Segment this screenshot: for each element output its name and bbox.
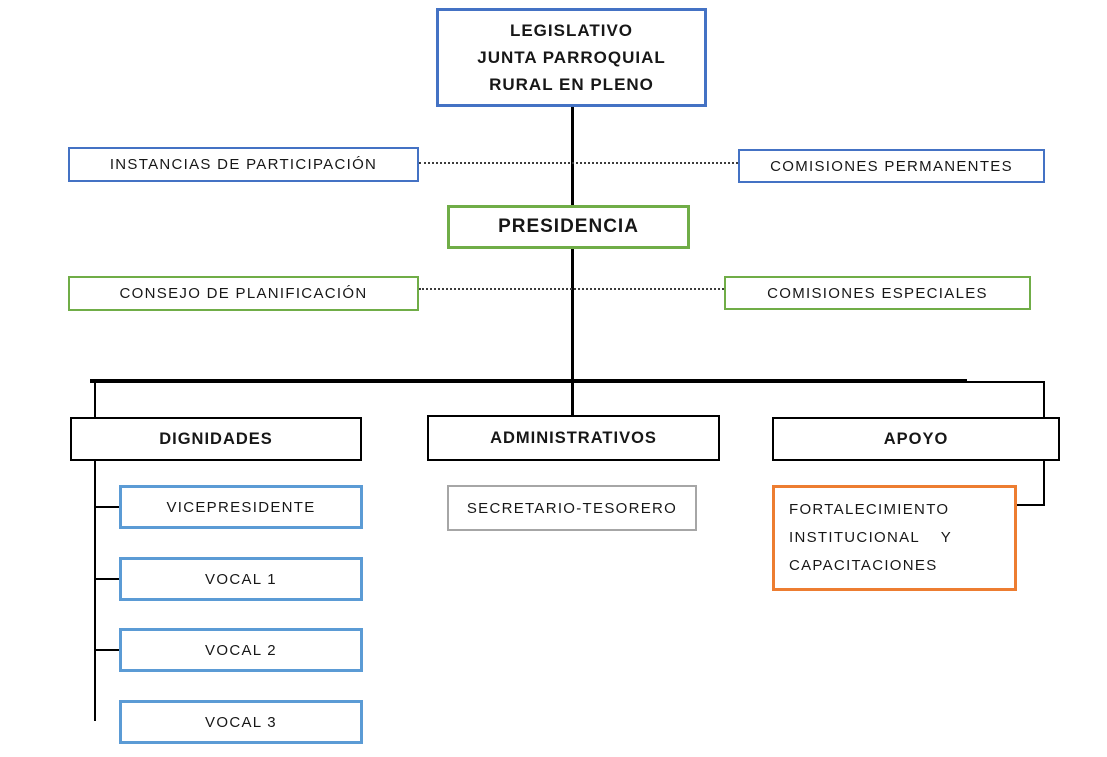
node-vicepresidente: VICEPRESIDENTE [119,485,363,529]
node-instancias-participacion: INSTANCIAS DE PARTICIPACIÓN [68,147,419,182]
connector-dignidades-rail [94,460,96,721]
node-presidencia: PRESIDENCIA [447,205,690,249]
node-vicepresidente-label: VICEPRESIDENTE [166,498,316,516]
node-consejo-planificacion: CONSEJO DE PLANIFICACIÓN [68,276,419,311]
node-fortalecimiento-line3: CAPACITACIONES [789,556,938,574]
node-secretario-tesorero: SECRETARIO-TESORERO [447,485,697,531]
node-secretario-tesorero-label: SECRETARIO-TESORERO [466,499,678,517]
node-vocal-1-label: VOCAL 1 [205,570,277,588]
node-vocal-3-label: VOCAL 3 [205,713,277,731]
node-fortalecimiento: FORTALECIMIENTO INSTITUCIONAL Y CAPACITA… [772,485,1017,591]
connector-dotted-consejo-comisiones [419,288,724,290]
node-vocal-3: VOCAL 3 [119,700,363,744]
node-vocal-2: VOCAL 2 [119,628,363,672]
connector-vocal1-stub [96,578,119,580]
node-administrativos-label: ADMINISTRATIVOS [490,428,657,447]
node-legislativo-line3: RURAL EN PLENO [489,75,654,95]
connector-vicepresidente-stub [96,506,119,508]
node-dignidades-label: DIGNIDADES [159,429,273,448]
node-administrativos: ADMINISTRATIVOS [427,415,720,461]
connector-dignidades-drop [94,381,96,418]
node-presidencia-label: PRESIDENCIA [498,216,639,237]
node-fortalecimiento-line2: INSTITUCIONAL Y [789,529,953,547]
connector-trunk [571,107,574,417]
node-legislativo-line2: JUNTA PARROQUIAL [477,47,666,67]
node-dignidades: DIGNIDADES [70,417,362,461]
node-apoyo: APOYO [772,417,1060,461]
node-comisiones-permanentes: COMISIONES PERMANENTES [738,149,1045,183]
node-legislativo-line1: LEGISLATIVO [509,20,634,40]
node-legislativo: LEGISLATIVO JUNTA PARROQUIAL RURAL EN PL… [436,8,707,107]
node-comisiones-especiales: COMISIONES ESPECIALES [724,276,1031,310]
connector-distribution-extension [963,381,1045,383]
node-fortalecimiento-line1: FORTALECIMIENTO [789,501,950,519]
node-consejo-planificacion-label: CONSEJO DE PLANIFICACIÓN [119,285,368,302]
node-instancias-participacion-label: INSTANCIAS DE PARTICIPACIÓN [109,156,378,173]
connector-apoyo-drop [1043,381,1045,418]
node-comisiones-permanentes-label: COMISIONES PERMANENTES [770,157,1013,175]
node-vocal-2-label: VOCAL 2 [205,641,277,659]
node-apoyo-label: APOYO [883,429,949,448]
connector-fortalecimiento-stub [1017,504,1045,506]
connector-dotted-instancias-comisiones [419,162,738,164]
connector-vocal2-stub [96,649,119,651]
node-vocal-1: VOCAL 1 [119,557,363,601]
connector-apoyo-rail [1043,460,1045,506]
connector-distribution-line [90,379,967,383]
node-comisiones-especiales-label: COMISIONES ESPECIALES [767,284,988,302]
